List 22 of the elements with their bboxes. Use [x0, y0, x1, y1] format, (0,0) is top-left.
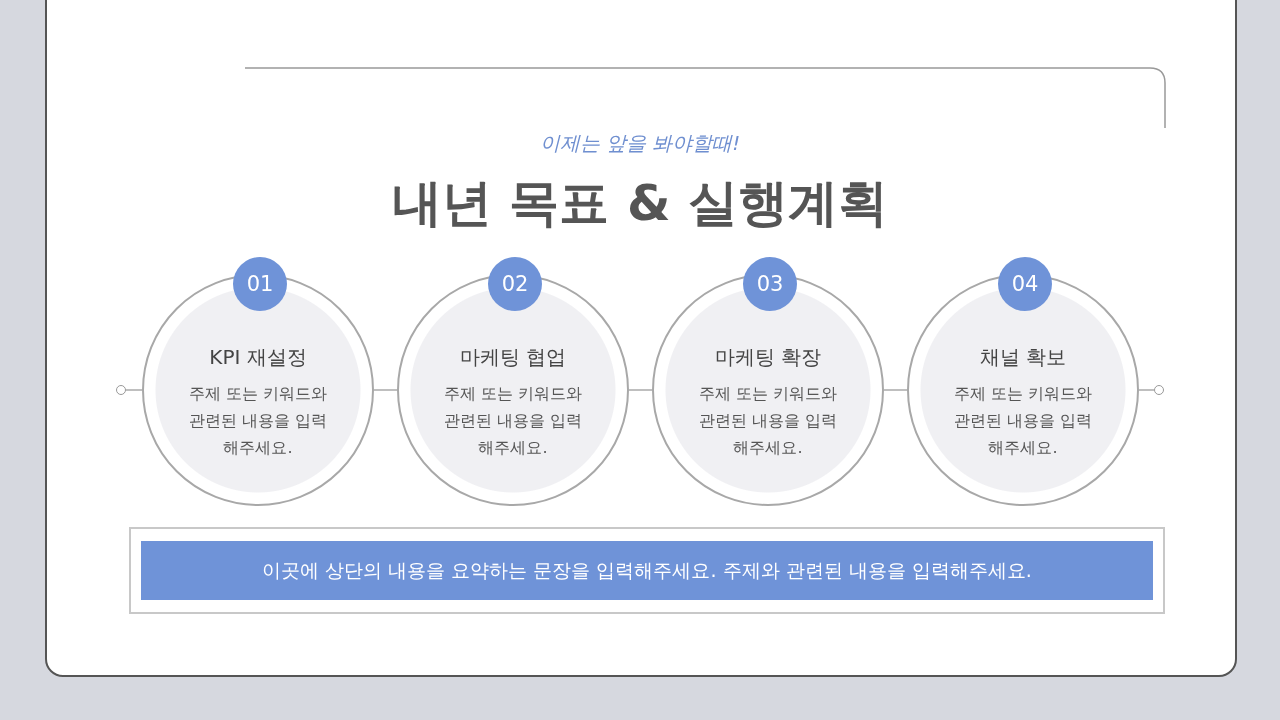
connector-line — [628, 389, 653, 391]
step-heading: KPI 재설정 — [208, 344, 308, 371]
step-description: 주제 또는 키워드와 관련된 내용을 입력 해주세요. — [187, 383, 329, 459]
connector-line — [883, 389, 908, 391]
connector-line — [125, 389, 143, 391]
step-description: 주제 또는 키워드와 관련된 내용을 입력 해주세요. — [442, 383, 584, 459]
handwritten-subtitle: 이제는 앞을 봐야할때! — [538, 130, 742, 157]
summary-frame — [129, 527, 1165, 614]
summary-text: 이곳에 상단의 내용을 요약하는 문장을 입력해주세요. 주제와 관련된 내용을 입력해주세요. — [141, 541, 1153, 600]
step-heading: 채널 확보 — [978, 344, 1068, 371]
slide-title: 내년 목표 & 실행계획 — [391, 173, 889, 234]
step-heading: 마케팅 협업 — [458, 344, 568, 371]
connector-line — [1138, 389, 1155, 391]
number-badge: 03 — [743, 257, 797, 311]
step-heading: 마케팅 확장 — [713, 344, 823, 371]
step-description: 주제 또는 키워드와 관련된 내용을 입력 해주세요. — [952, 383, 1094, 459]
connector-end-dot — [1154, 385, 1164, 395]
connector-line — [373, 389, 398, 391]
number-badge: 02 — [488, 257, 542, 311]
connector-end-dot — [116, 385, 126, 395]
number-badge: 01 — [233, 257, 287, 311]
step-description: 주제 또는 키워드와 관련된 내용을 입력 해주세요. — [697, 383, 839, 459]
